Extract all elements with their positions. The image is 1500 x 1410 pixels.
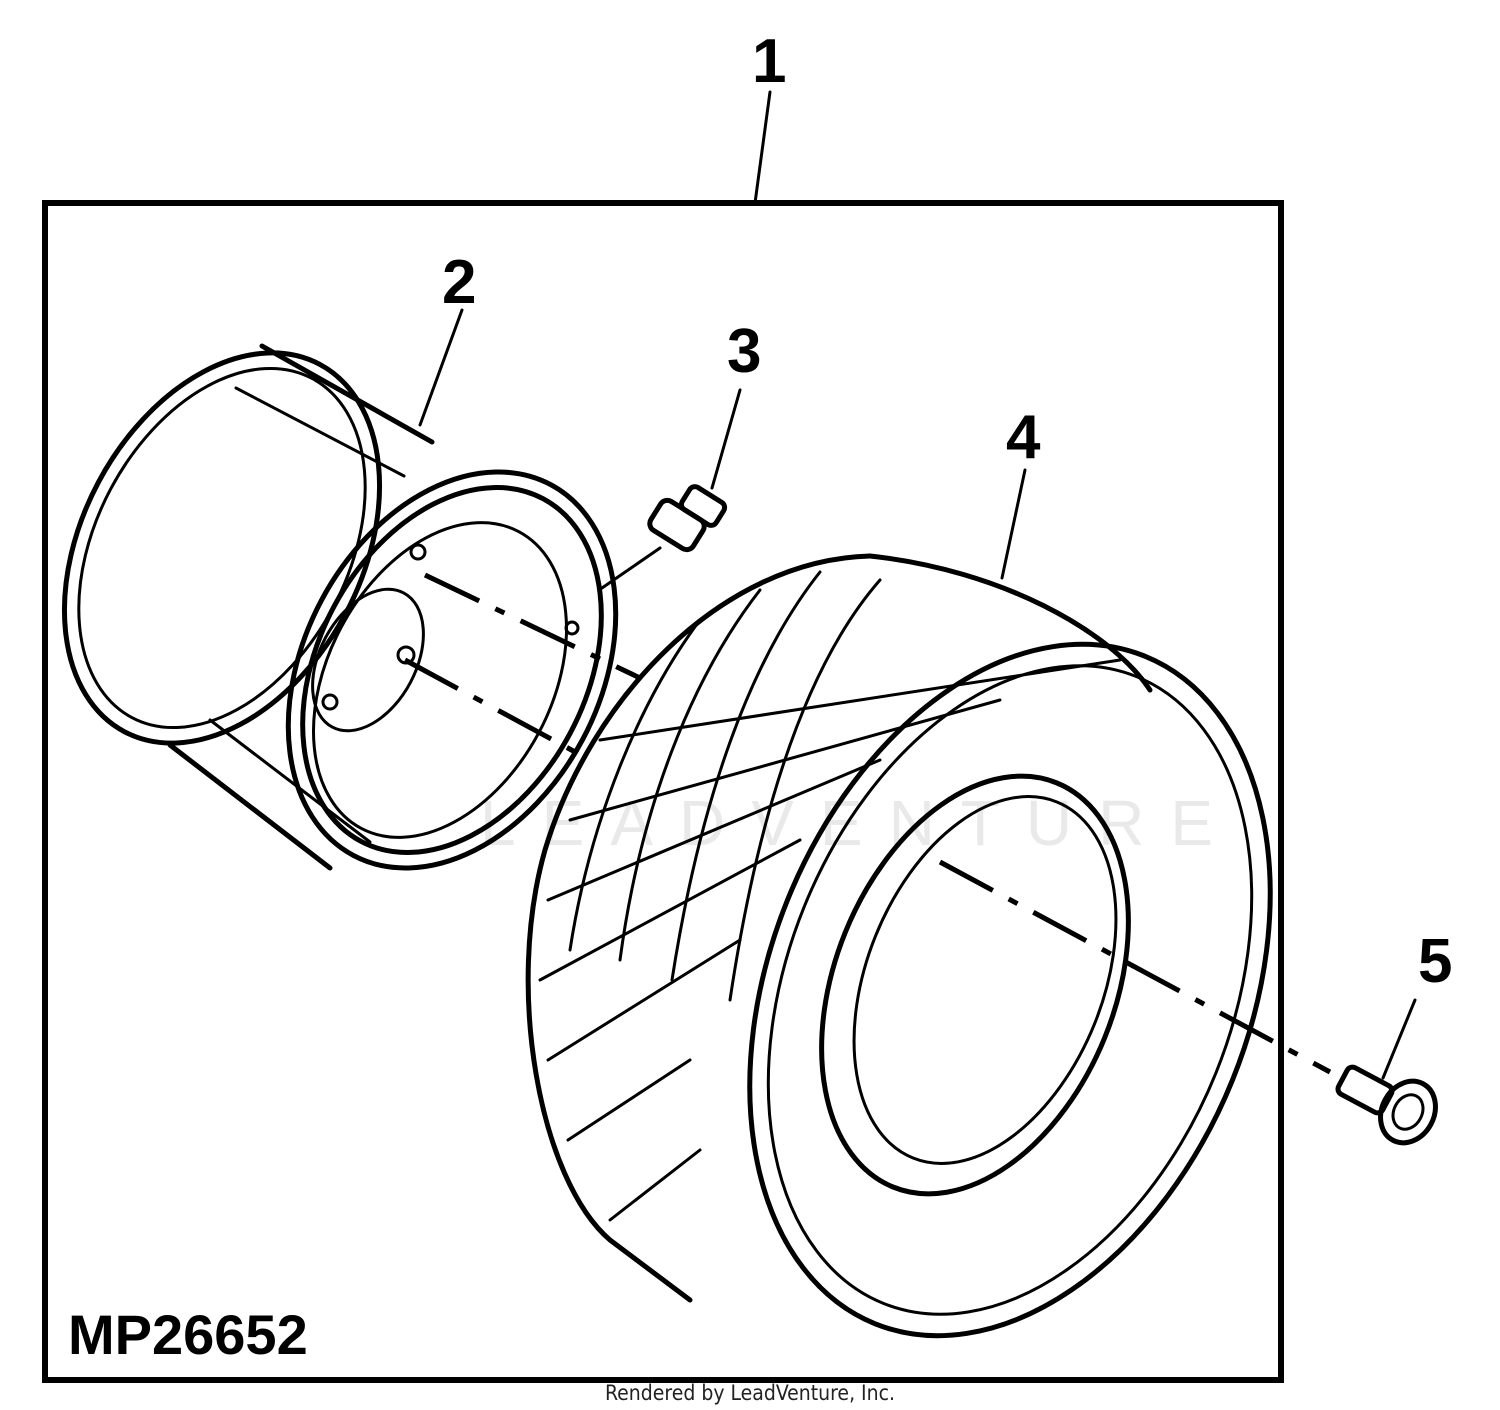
leader-line-4 [1000,468,1027,580]
leader-line-1 [753,90,772,205]
leader-line-3 [710,388,742,490]
footer-credit: Rendered by LeadVenture, Inc. [605,1381,895,1405]
callout-1: 1 [752,27,786,96]
centerline-valve [423,572,642,681]
callout-5: 5 [1418,927,1452,996]
leader-line-5 [1381,998,1417,1080]
watermark-text: LEADVENTURE [480,787,1239,859]
callout-4: 4 [1006,403,1041,472]
centerline-rim [403,657,592,763]
lug-bolt [1335,1064,1438,1146]
leader-line-2 [418,308,464,427]
callout-3: 3 [727,317,761,386]
kit-frame [42,200,1284,1383]
turf-tire [525,553,1273,1339]
centerline-axle [938,859,1332,1075]
figure-number: MP26652 [68,1303,308,1366]
valve-stem [600,484,728,590]
callout-2: 2 [442,248,476,317]
